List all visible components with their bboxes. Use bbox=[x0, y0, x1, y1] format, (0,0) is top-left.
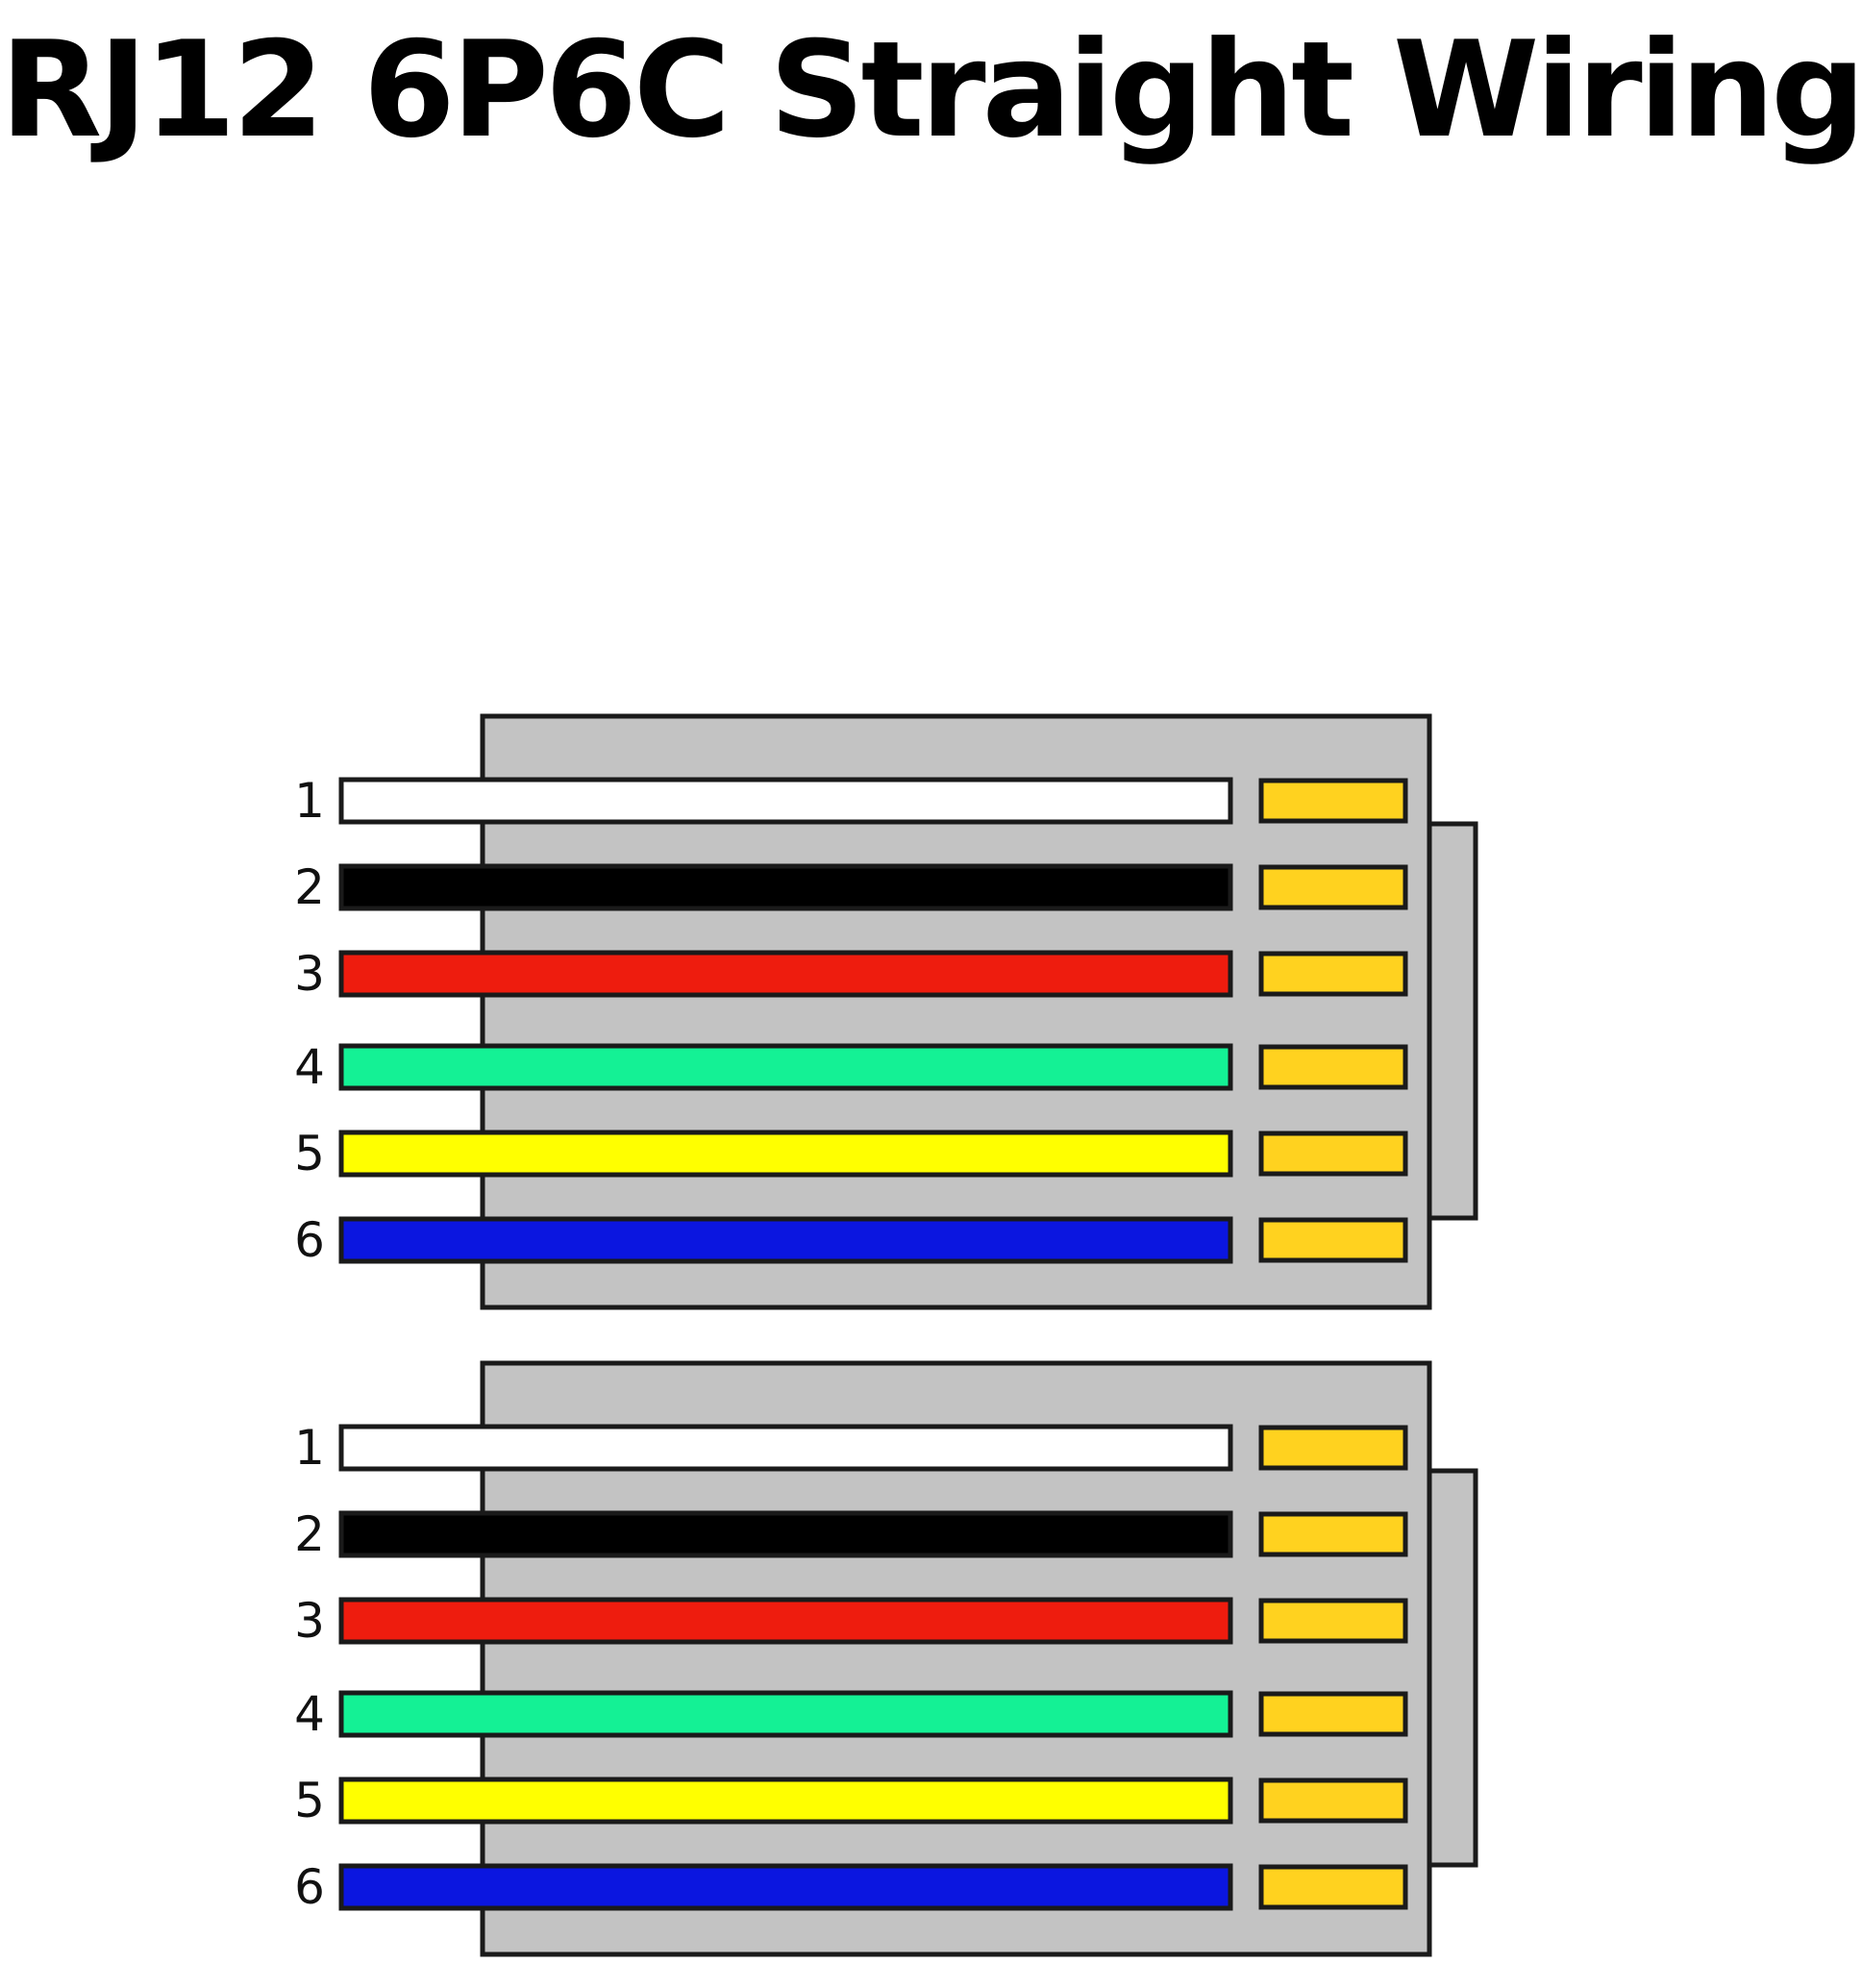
pin-row-5: 5 bbox=[294, 1126, 1408, 1181]
contact-4 bbox=[1258, 1044, 1408, 1090]
contact-1 bbox=[1258, 1425, 1408, 1471]
contact-4 bbox=[1258, 1691, 1408, 1737]
pin-number-label: 2 bbox=[294, 859, 325, 915]
pin-number-label: 4 bbox=[294, 1039, 325, 1095]
pin-row-1: 1 bbox=[294, 773, 1408, 829]
pin-number-label: 4 bbox=[294, 1686, 325, 1742]
wire-3 bbox=[338, 1597, 1233, 1645]
wire-2 bbox=[338, 1510, 1233, 1558]
page-title: RJ12 6P6C Straight Wiring bbox=[0, 12, 1862, 167]
pin-number-label: 3 bbox=[294, 1593, 325, 1649]
contact-3 bbox=[1258, 951, 1408, 997]
pin-row-3: 3 bbox=[294, 946, 1408, 1002]
contact-2 bbox=[1258, 1511, 1408, 1557]
pin-number-label: 5 bbox=[294, 1773, 325, 1828]
contact-6 bbox=[1258, 1217, 1408, 1263]
pin-row-6: 6 bbox=[294, 1859, 1408, 1915]
pin-number-label: 6 bbox=[294, 1859, 325, 1915]
wire-5 bbox=[338, 1777, 1233, 1825]
connector-top: 1 2 3 4 5 6 bbox=[294, 713, 1478, 1310]
pin-row-3: 3 bbox=[294, 1593, 1408, 1649]
wire-6 bbox=[338, 1216, 1233, 1264]
pin-row-4: 4 bbox=[294, 1686, 1408, 1742]
contact-1 bbox=[1258, 778, 1408, 824]
wire-1 bbox=[338, 1424, 1233, 1472]
pin-row-5: 5 bbox=[294, 1773, 1408, 1828]
wire-1 bbox=[338, 777, 1233, 825]
pin-row-2: 2 bbox=[294, 859, 1408, 915]
pin-number-label: 6 bbox=[294, 1212, 325, 1268]
pin-number-label: 5 bbox=[294, 1126, 325, 1181]
pin-number-label: 3 bbox=[294, 946, 325, 1002]
wiring-diagram: 1 2 3 4 5 6 1 2 3 4 5 6 bbox=[294, 713, 1478, 1957]
pin-row-2: 2 bbox=[294, 1506, 1408, 1562]
wire-6 bbox=[338, 1863, 1233, 1911]
contact-5 bbox=[1258, 1131, 1408, 1177]
wire-5 bbox=[338, 1130, 1233, 1178]
wire-4 bbox=[338, 1043, 1233, 1091]
connector-bottom: 1 2 3 4 5 6 bbox=[294, 1360, 1478, 1957]
contact-2 bbox=[1258, 864, 1408, 910]
contact-5 bbox=[1258, 1777, 1408, 1824]
pin-number-label: 1 bbox=[294, 773, 325, 829]
pin-number-label: 1 bbox=[294, 1420, 325, 1476]
wire-3 bbox=[338, 950, 1233, 998]
contact-3 bbox=[1258, 1598, 1408, 1644]
wire-2 bbox=[338, 863, 1233, 911]
pin-row-6: 6 bbox=[294, 1212, 1408, 1268]
wire-4 bbox=[338, 1690, 1233, 1738]
pin-row-4: 4 bbox=[294, 1039, 1408, 1095]
contact-6 bbox=[1258, 1864, 1408, 1910]
pin-row-1: 1 bbox=[294, 1420, 1408, 1476]
pin-number-label: 2 bbox=[294, 1506, 325, 1562]
